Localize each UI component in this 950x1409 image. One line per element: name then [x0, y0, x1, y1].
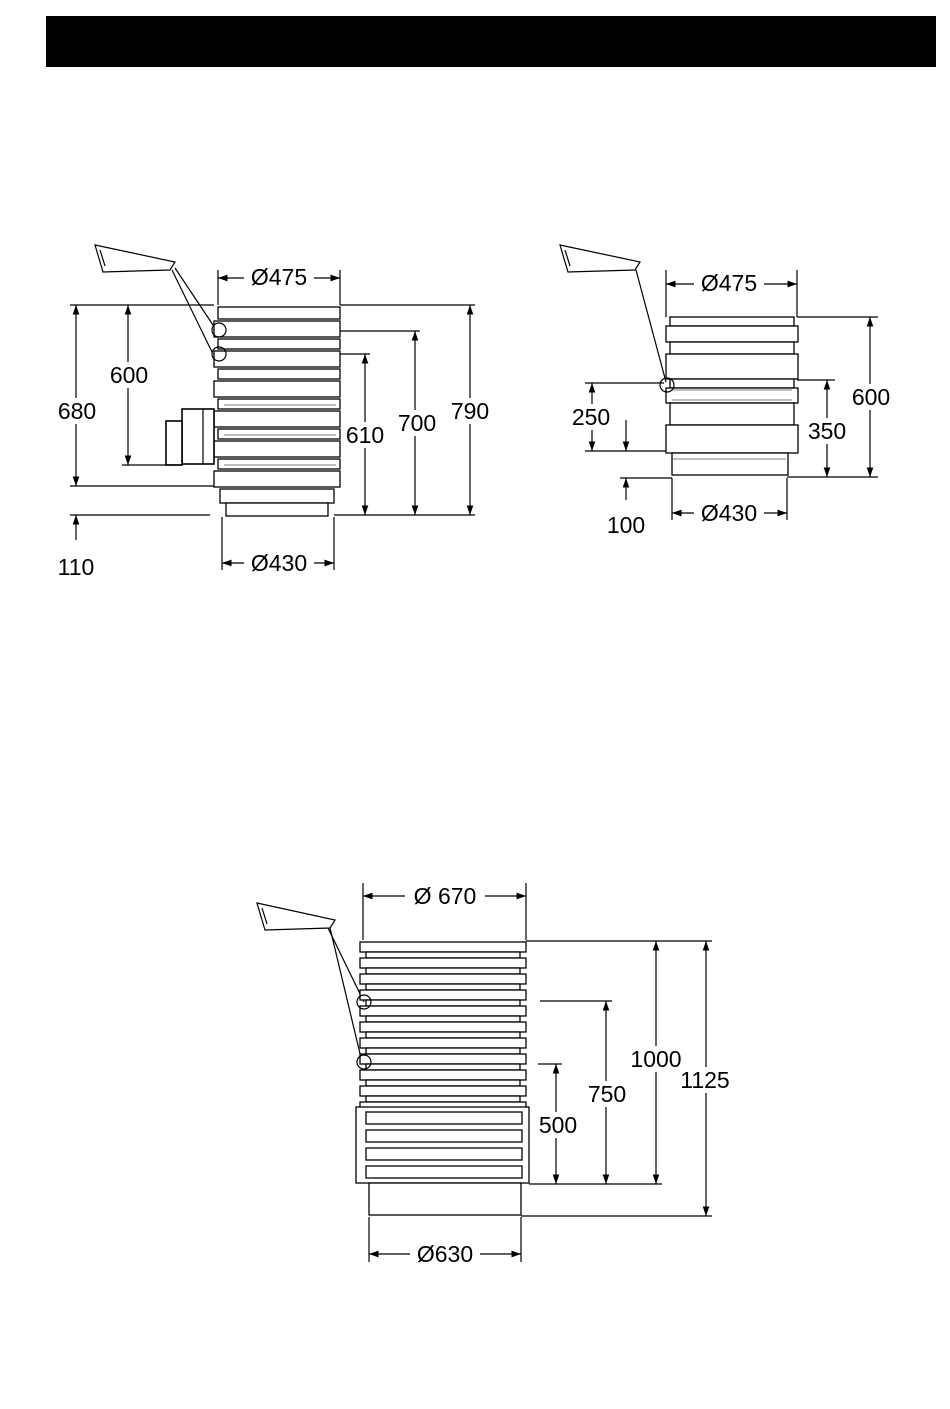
drawing-b: Ø475 Ø430 600 350 250 100: [560, 245, 894, 538]
dim-c-1125: 1125: [680, 1067, 729, 1093]
tank-rib: [366, 1016, 520, 1022]
inlet-pipe: [166, 409, 214, 465]
dim-a-790: 790: [451, 398, 489, 424]
dim-a-top-diameter: Ø475: [251, 264, 307, 290]
dim-a-610: 610: [346, 422, 384, 448]
drawing-c: Ø 670 Ø630 500 750 1000 1125: [257, 883, 735, 1267]
tank-rib: [366, 1048, 520, 1054]
tank-rib: [366, 1064, 520, 1070]
tank-rib: [366, 1096, 520, 1102]
tank-rib: [366, 1000, 520, 1006]
dim-a-680: 680: [58, 398, 96, 424]
dim-c-top-diameter: Ø 670: [414, 883, 477, 909]
tank-rib: [360, 1070, 526, 1080]
dim-b-bottom-diameter: Ø430: [701, 500, 757, 526]
dim-b-600: 600: [852, 384, 890, 410]
dim-c-1000: 1000: [630, 1046, 681, 1072]
dim-b-350: 350: [808, 418, 846, 444]
tank-rib: [366, 1080, 520, 1086]
tank-rib: [360, 1086, 526, 1096]
tank-body-c: [360, 942, 526, 1112]
tank-body-b: [660, 317, 798, 475]
dim-b-100: 100: [607, 512, 645, 538]
dim-a-600: 600: [110, 362, 148, 388]
tool-icon: [257, 903, 364, 1062]
tank-rib: [360, 1006, 526, 1016]
tank-rib: [360, 1022, 526, 1032]
dim-c-750: 750: [588, 1081, 626, 1107]
dim-b-250: 250: [572, 404, 610, 430]
tank-rib: [360, 942, 526, 952]
tank-rib: [366, 968, 520, 974]
dim-a-700: 700: [398, 410, 436, 436]
tank-rib: [366, 984, 520, 990]
dim-b-top-diameter: Ø475: [701, 270, 757, 296]
tool-icon: [95, 245, 215, 352]
tool-icon: [560, 245, 666, 382]
tank-rib: [360, 958, 526, 968]
tank-rib: [366, 1032, 520, 1038]
dim-a-bottom-diameter: Ø430: [251, 550, 307, 576]
dim-c-bottom-diameter: Ø630: [417, 1241, 473, 1267]
drawing-a: Ø475 Ø430 600 680 610 700 790 110: [53, 245, 494, 580]
tank-rib: [360, 990, 526, 1000]
tank-rib: [360, 974, 526, 984]
tank-rib: [360, 1054, 526, 1064]
dim-a-110: 110: [58, 554, 95, 580]
tank-rib: [366, 952, 520, 958]
dim-c-500: 500: [539, 1112, 577, 1138]
tank-body-a: [212, 307, 340, 516]
tank-rib: [360, 1038, 526, 1048]
